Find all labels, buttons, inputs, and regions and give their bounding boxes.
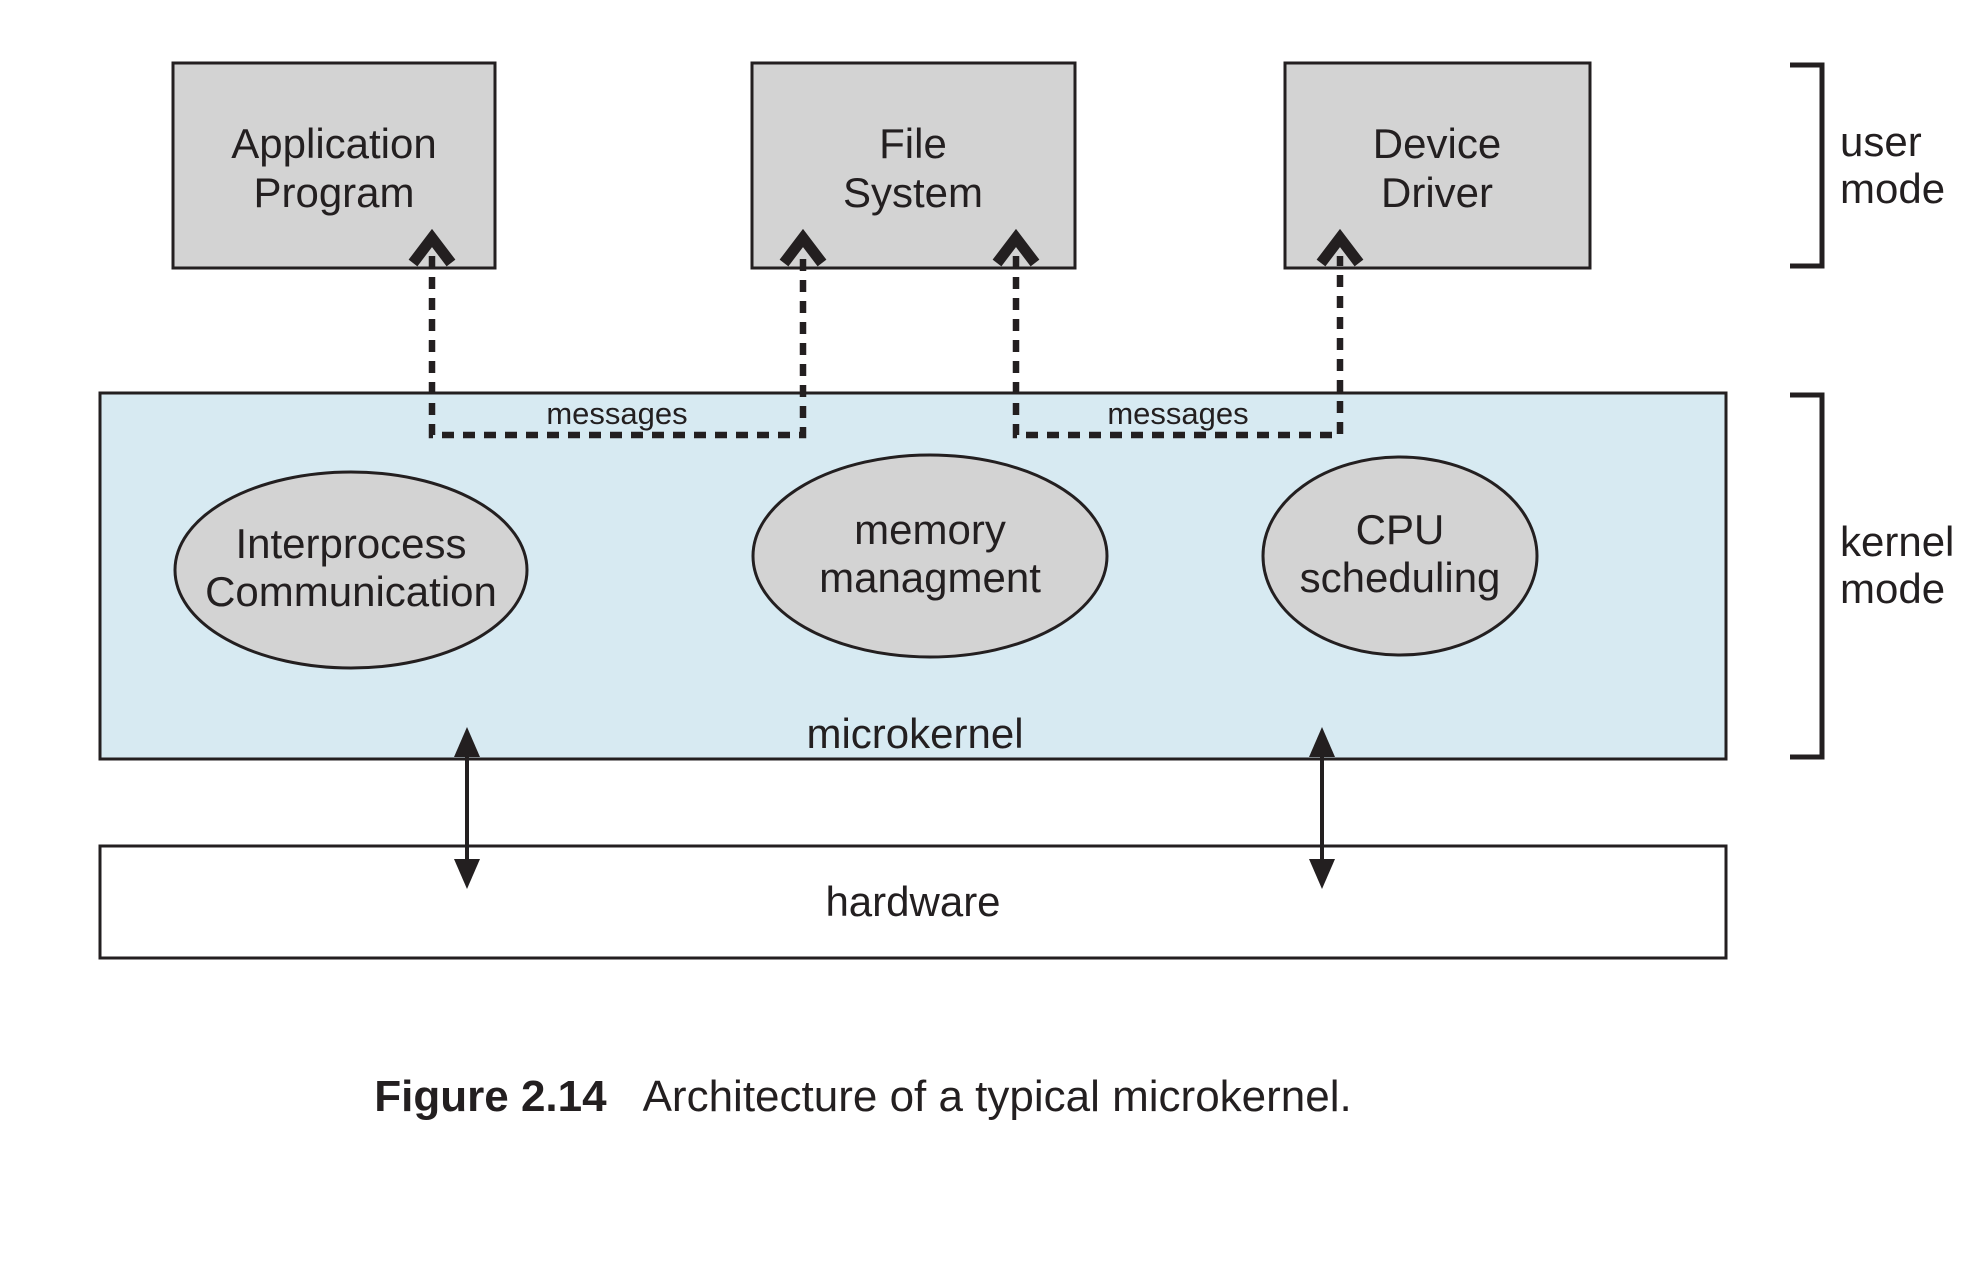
message-route-application-filesystem xyxy=(428,256,807,439)
kernel-mode-bracket xyxy=(1790,392,1825,760)
device-driver-label-line2: Driver xyxy=(1381,169,1493,216)
interprocess-communication-label-line1: Interprocess xyxy=(235,520,466,567)
figure-number: Figure 2.14 xyxy=(374,1072,607,1121)
device-driver-box xyxy=(1283,61,1592,270)
application-program-box xyxy=(171,61,497,270)
kernel-mode-label-line2: mode xyxy=(1840,565,1945,612)
arrow-up-icon xyxy=(1309,727,1335,757)
microkernel-hardware-arrow-right xyxy=(1309,727,1335,889)
device-driver-label-line1: Device xyxy=(1373,120,1501,167)
file-system-label-line2: System xyxy=(843,169,983,216)
figure-title: Architecture of a typical microkernel. xyxy=(642,1072,1352,1121)
file-system-label-line1: File xyxy=(879,120,947,167)
arrow-up-icon xyxy=(454,727,480,757)
messages-label-right: messages xyxy=(1107,396,1248,431)
kernel-mode-label-line1: kernel xyxy=(1840,518,1954,565)
arrow-down-icon xyxy=(454,859,480,889)
interprocess-communication-ellipse xyxy=(173,470,529,670)
messages-label-left: messages xyxy=(546,396,687,431)
user-mode-label-line2: mode xyxy=(1840,165,1945,212)
hardware-box xyxy=(98,844,1728,960)
user-mode-label-line1: user xyxy=(1840,118,1922,165)
message-route-filesystem-devicedriver xyxy=(1012,256,1344,439)
arrow-down-icon xyxy=(1309,859,1335,889)
microkernel-hardware-arrow-left xyxy=(454,727,480,889)
up-arrowhead-icon-devicedriver xyxy=(1316,228,1364,267)
up-arrowhead-icon-filesystem-right xyxy=(992,228,1040,267)
cpu-scheduling-label-line1: CPU xyxy=(1356,506,1445,553)
up-arrowhead-icon-filesystem-left xyxy=(779,228,827,267)
figure-caption: Figure 2.14 Architecture of a typical mi… xyxy=(100,1072,1626,1122)
user-mode-bracket xyxy=(1790,62,1825,269)
memory-management-label-line1: memory xyxy=(854,506,1006,553)
memory-management-ellipse xyxy=(751,453,1109,659)
application-program-label-line2: Program xyxy=(253,169,414,216)
microkernel-label: microkernel xyxy=(806,710,1023,757)
application-program-label-line1: Application xyxy=(231,120,436,167)
interprocess-communication-label-line2: Communication xyxy=(205,568,497,615)
up-arrowhead-icon-application xyxy=(408,228,456,267)
memory-management-label-line2: managment xyxy=(819,554,1041,601)
cpu-scheduling-ellipse xyxy=(1261,455,1539,657)
cpu-scheduling-label-line2: scheduling xyxy=(1300,554,1501,601)
hardware-label: hardware xyxy=(825,878,1000,925)
